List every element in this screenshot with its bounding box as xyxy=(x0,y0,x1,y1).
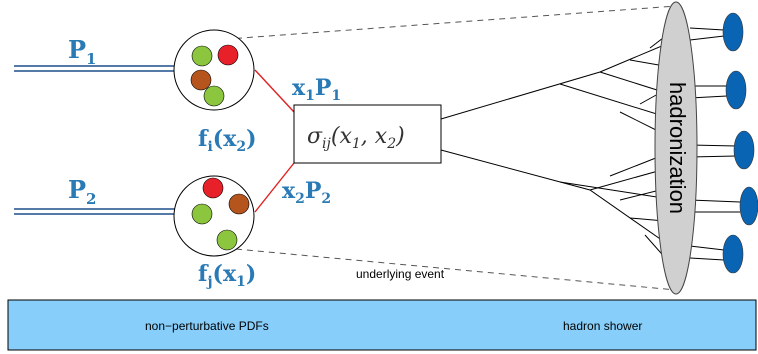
bottom-bar-left-label: non−perturbative PDFs xyxy=(145,319,269,333)
parton-brown-2 xyxy=(228,193,250,215)
beam-label-p2: P2 xyxy=(68,175,96,208)
parton-lines xyxy=(254,69,295,213)
beam-line-upper xyxy=(14,65,177,72)
hadron-3 xyxy=(733,130,755,170)
proton-lower xyxy=(173,175,255,257)
parton-shower-lines xyxy=(440,27,677,271)
pdf-label-upper: fi(x2) xyxy=(198,126,257,155)
parton-red-1 xyxy=(217,44,239,66)
parton-green-1 xyxy=(191,45,213,67)
underlying-event-label: underlying event xyxy=(356,267,445,281)
beam-label-p1: P1 xyxy=(68,35,96,68)
hadron-5 xyxy=(722,234,744,274)
pdf-label-lower: fj(x1) xyxy=(198,261,256,290)
parton-green-2 xyxy=(203,85,225,107)
bottom-bar: non−perturbative PDFs hadron shower xyxy=(7,299,757,351)
hadronization-label: hadronization xyxy=(665,82,690,214)
hadronization-ellipse: hadronization xyxy=(654,1,698,295)
parton-red-2 xyxy=(202,177,224,199)
momentum-label-lower: x2P2 xyxy=(282,178,331,207)
parton-green-3 xyxy=(191,203,213,225)
hadron-4 xyxy=(739,186,758,226)
hadron-1 xyxy=(722,12,744,52)
momentum-label-upper: x1P1 xyxy=(292,75,341,104)
underlying-event-dashed-lines xyxy=(213,5,677,291)
proton-upper xyxy=(173,29,255,111)
parton-green-4 xyxy=(216,229,238,251)
cross-section-box: σij(x1, x2) xyxy=(293,104,442,164)
hadron-2 xyxy=(725,70,747,110)
hadrons xyxy=(722,12,758,274)
cross-section-label: σij(x1, x2) xyxy=(307,124,405,152)
hadron-sticks xyxy=(689,27,741,261)
bottom-bar-right-label: hadron shower xyxy=(563,319,642,333)
beam-line-lower xyxy=(14,208,177,215)
parton-brown-1 xyxy=(190,69,212,91)
